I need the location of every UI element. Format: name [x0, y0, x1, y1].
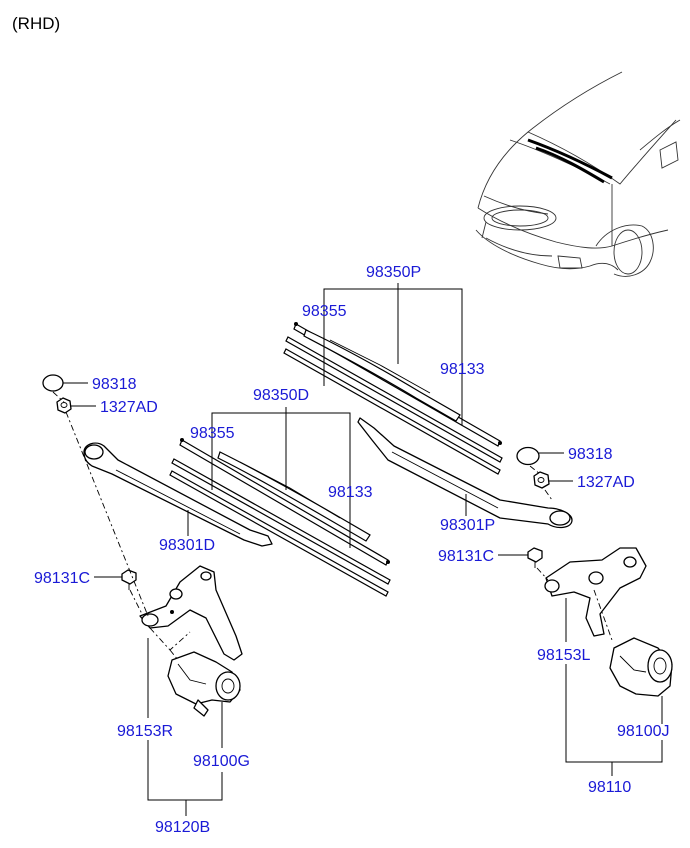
assembly-line	[169, 649, 179, 661]
assembly-line	[149, 627, 191, 651]
label-cap-right[interactable]: 98318	[568, 446, 613, 463]
assembly-line	[593, 589, 613, 641]
label-nut-left[interactable]: 1327AD	[100, 399, 158, 416]
assembly-line	[65, 411, 149, 617]
label-linkage-assy-right[interactable]: 98110	[588, 779, 631, 796]
label-link-right[interactable]: 98153R	[117, 723, 173, 740]
label-linkage-assy-left[interactable]: 98120B	[155, 819, 210, 836]
label-blade-insert-driver[interactable]: 98133	[328, 484, 373, 501]
label-nut-right[interactable]: 1327AD	[577, 474, 635, 491]
cap-icon	[42, 374, 64, 392]
nut-icon	[56, 397, 72, 414]
wiper-motor-icon	[167, 651, 241, 717]
label-wiper-blade-set-passenger[interactable]: 98350P	[366, 264, 421, 281]
label-link-left[interactable]: 98153L	[537, 647, 590, 664]
label-blade-refill-passenger[interactable]: 98355	[302, 303, 347, 320]
assembly-line	[529, 465, 541, 475]
wiper-arm-icon	[83, 442, 273, 547]
assembly-line	[544, 489, 553, 501]
label-blade-refill-driver[interactable]: 98355	[190, 425, 235, 442]
label-wiper-blade-set-driver[interactable]: 98350D	[253, 387, 309, 404]
assembly-line	[129, 589, 143, 615]
page-title: (RHD)	[12, 14, 61, 33]
bolt-icon	[527, 547, 543, 568]
nut-icon	[533, 471, 550, 489]
wiper-motor-icon	[609, 637, 673, 697]
cap-icon	[516, 446, 540, 466]
linkage-icon	[544, 547, 647, 637]
label-motor-assy-right[interactable]: 98100J	[617, 723, 670, 740]
car-illustration-icon	[475, 71, 681, 277]
label-blade-insert-passenger[interactable]: 98133	[440, 361, 485, 378]
label-motor-assy-left[interactable]: 98100G	[193, 753, 250, 770]
label-cap-left[interactable]: 98318	[92, 376, 137, 393]
wiper-blade-icon	[169, 438, 391, 597]
label-bolt-left[interactable]: 98131C	[34, 570, 90, 587]
bolt-icon	[121, 569, 137, 590]
assembly-line	[52, 391, 65, 403]
wiper-arm-icon	[357, 417, 573, 529]
label-wiper-arm-driver[interactable]: 98301D	[159, 537, 215, 554]
assembly-line	[536, 567, 549, 581]
label-wiper-arm-passenger[interactable]: 98301P	[440, 517, 495, 534]
linkage-icon	[139, 565, 243, 661]
leader-lines	[63, 283, 663, 816]
label-bolt-right[interactable]: 98131C	[438, 548, 494, 565]
wiper-blade-icon	[283, 322, 503, 475]
